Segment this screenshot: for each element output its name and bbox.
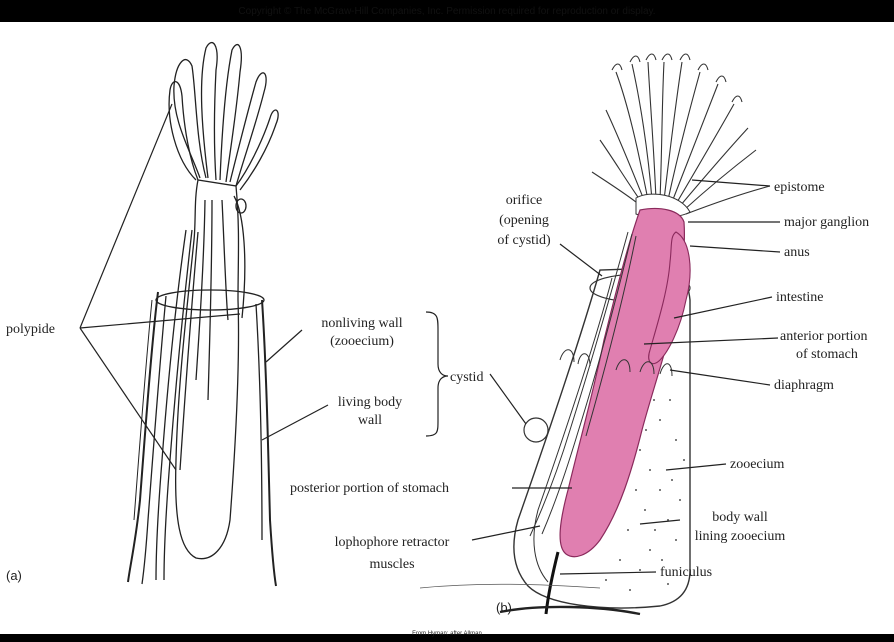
- label-body-wall-line2: lining zooecium: [695, 529, 786, 544]
- label-living-body-wall-line2: wall: [358, 413, 382, 428]
- label-retractor-line1: lophophore retractor: [335, 535, 450, 550]
- label-nonliving-wall-line1: nonliving wall: [321, 316, 402, 331]
- living-wall-leader: [262, 405, 328, 440]
- panel-a-illustration: [128, 43, 278, 586]
- orifice-leader: [560, 244, 602, 276]
- label-intestine: intestine: [776, 290, 823, 305]
- label-anterior-stomach-line1: anterior portion: [780, 329, 867, 344]
- label-diaphragm: diaphragm: [774, 378, 834, 393]
- polypide-leader-2: [80, 314, 240, 328]
- pore-leader: [490, 374, 526, 424]
- label-living-body-wall-line1: living body: [338, 395, 402, 410]
- anus-leader: [690, 246, 780, 252]
- label-polypide: polypide: [6, 322, 55, 337]
- label-orifice-line2: (opening: [499, 213, 549, 228]
- cystid-bracket: [426, 312, 448, 436]
- label-retractor-line2: muscles: [369, 557, 414, 572]
- label-cystid: cystid: [450, 370, 483, 385]
- label-anterior-stomach-line2: of stomach: [796, 347, 858, 362]
- label-epistome: epistome: [774, 180, 825, 195]
- source-credit: From Hyman; after Allman: [0, 631, 894, 637]
- label-body-wall-line1: body wall: [712, 510, 768, 525]
- label-major-ganglion: major ganglion: [784, 215, 869, 230]
- label-zooecium: zooecium: [730, 457, 785, 472]
- panel-a-cystid-wall-right: [262, 300, 276, 586]
- label-anus: anus: [784, 245, 810, 260]
- panel-a-leader-lines: [80, 104, 448, 470]
- label-orifice-line3: of cystid): [497, 233, 551, 248]
- panel-b-pore: [524, 418, 548, 442]
- label-posterior-stomach: posterior portion of stomach: [290, 481, 449, 496]
- nonliving-wall-leader: [266, 330, 302, 362]
- epistome-leader: [692, 180, 770, 186]
- panel-b-lophophore: [592, 54, 770, 214]
- panel-a-letter: (a): [6, 568, 22, 583]
- label-nonliving-wall-line2: (zooecium): [330, 334, 394, 349]
- panel-a-tentacles: [169, 43, 278, 190]
- panel-b-letter: (b): [496, 600, 512, 615]
- label-funiculus: funiculus: [660, 565, 712, 580]
- label-orifice-line1: orifice: [506, 193, 543, 208]
